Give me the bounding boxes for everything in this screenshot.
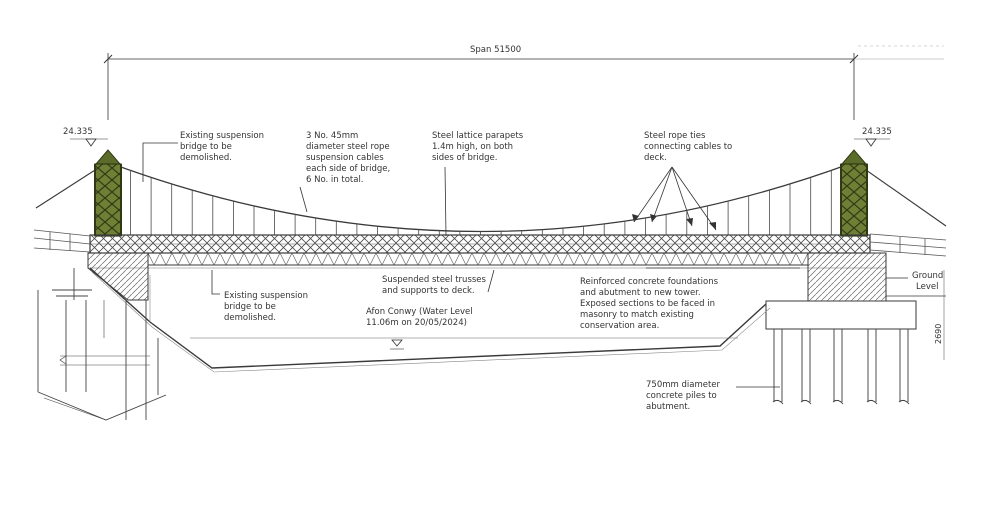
concrete-piles [772,329,910,405]
truss-diagonal [315,252,329,266]
truss-diagonal [711,252,725,266]
truss-diagonal [747,252,761,266]
truss-diagonal [591,252,605,266]
level-marker-left: 24.335 [63,127,108,147]
truss-diagonal [627,252,641,266]
truss-diagonal [663,252,677,266]
label-existing-bridge-bottom: Existing suspension bridge to be demolis… [224,291,311,323]
existing-pier-left [37,268,167,421]
truss-diagonal [147,252,161,266]
truss-diagonal [231,252,245,266]
truss-diagonal [363,252,377,266]
label-steel-trusses: Suspended steel trusses and supports to … [382,275,489,296]
pile [772,329,784,405]
truss-diagonal [759,252,773,266]
approach-railing-left [33,229,91,253]
truss-diagonal [387,252,401,266]
truss-diagonal [639,252,653,266]
truss-diagonal [303,252,317,266]
truss-diagonal [291,252,305,266]
truss-diagonal [483,252,497,266]
truss-diagonal [771,252,785,266]
truss-diagonal [531,252,545,266]
truss-diagonal [723,252,737,266]
truss-diagonal [399,252,413,266]
level-left-label: 24.335 [63,127,93,137]
truss-diagonal [423,252,437,266]
leader-lines [142,142,908,388]
truss-diagonal [207,252,221,266]
main-suspension-cable [109,162,853,233]
span-dimension: Span 51500 [103,45,944,120]
right-abutment [765,252,917,330]
label-piles: 750mm diameter concrete piles to abutmen… [646,380,723,412]
approach-railing-right [869,233,947,257]
truss-diagonal [579,252,593,266]
truss-diagonal [783,252,797,266]
vertical-dimension-right: 2690 [934,270,945,360]
truss-diagonal [435,252,449,266]
left-abutment [87,252,149,301]
label-water-level: Afon Conwy (Water Level 11.06m on 20/05/… [366,307,475,328]
truss-diagonal [243,252,257,266]
right-tower [840,149,868,237]
truss-diagonal [471,252,485,266]
label-suspension-cables: 3 No. 45mm diameter steel rope suspensio… [306,131,393,185]
label-rc-foundations: Reinforced concrete foundations and abut… [580,277,721,331]
level-marker-right: 24.335 [854,127,892,147]
pile [866,329,878,405]
truss-diagonal [351,252,365,266]
label-lattice-parapets: Steel lattice parapets 1.4m high, on bot… [432,131,526,163]
truss-diagonal [183,252,197,266]
truss-diagonal [615,252,629,266]
hanger-group [130,170,832,235]
truss-diagonal [327,252,341,266]
truss-diagonal [651,252,665,266]
truss-diagonal [459,252,473,266]
deck-trusses [147,252,809,269]
truss-diagonal [543,252,557,266]
truss-diagonal [495,252,509,266]
label-existing-bridge-top: Existing suspension bridge to be demolis… [180,131,267,163]
pile [898,329,910,405]
pile [800,329,812,405]
truss-diagonal [519,252,533,266]
leader-arrowheads [632,214,716,230]
truss-diagonal [159,252,173,266]
truss-diagonal [603,252,617,266]
truss-diagonal [447,252,461,266]
truss-diagonal [555,252,569,266]
deck-lattice-parapet [89,234,871,254]
truss-diagonal [219,252,233,266]
truss-diagonal [735,252,749,266]
span-label: Span 51500 [470,45,521,55]
truss-diagonal [279,252,293,266]
backstay-cables [35,162,947,227]
water-level-line [190,337,738,350]
truss-diagonal [339,252,353,266]
label-ground-level: Ground Level [912,271,946,292]
vertical-dim-label: 2690 [934,324,943,344]
truss-diagonal [507,252,521,266]
truss-diagonal [375,252,389,266]
riverbed-profile [89,267,946,373]
truss-diagonal [411,252,425,266]
truss-diagonal [267,252,281,266]
truss-diagonal [195,252,209,266]
truss-diagonal [171,252,185,266]
truss-diagonal [699,252,713,266]
pile [832,329,844,405]
label-rope-ties: Steel rope ties connecting cables to dec… [644,131,735,163]
truss-diagonal [795,252,809,266]
truss-diagonal [567,252,581,266]
truss-diagonal [675,252,689,266]
truss-diagonal [255,252,269,266]
left-tower [94,149,122,237]
level-right-label: 24.335 [862,127,892,137]
truss-diagonal [687,252,701,266]
